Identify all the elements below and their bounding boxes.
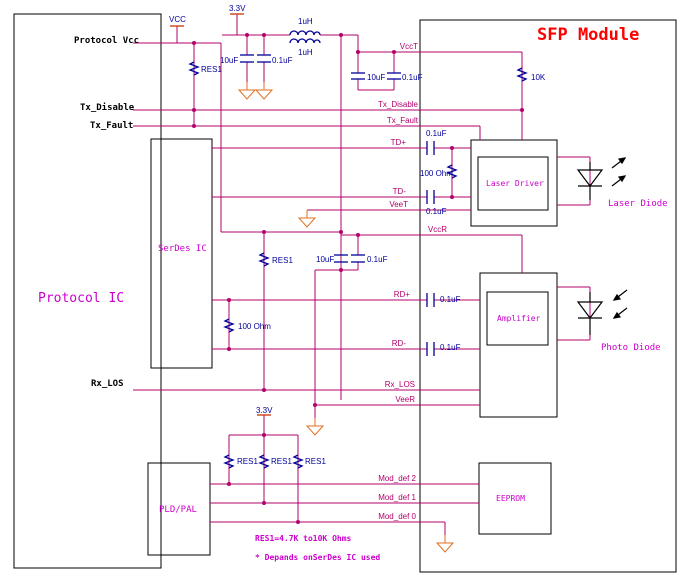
protocol-ic-label: Protocol IC xyxy=(38,291,124,306)
c-rd-minus-label: 0.1uF xyxy=(440,343,461,352)
res1-b-label: RES1 xyxy=(271,457,292,466)
laser-driver-label: Laser Driver xyxy=(486,179,544,188)
sfp-module-box xyxy=(419,19,677,573)
c-10u-b-label: 10uF xyxy=(367,73,385,82)
ground-icon xyxy=(436,534,454,553)
laser-diode-label: Laser Diode xyxy=(608,199,668,209)
laser-driver-inner-box xyxy=(477,156,549,211)
inductor-2 xyxy=(289,38,321,44)
c-10u-c-label: 10uF xyxy=(316,255,334,264)
c-01u-b-label: 0.1uF xyxy=(402,73,423,82)
v33-top-label: 3.3V xyxy=(229,4,246,13)
supply-markers xyxy=(170,13,271,416)
r-10k xyxy=(516,67,528,82)
signal-vccr: VccR xyxy=(428,225,447,234)
c-01u-a-label: 0.1uF xyxy=(272,56,293,65)
res1-top xyxy=(188,61,200,76)
ground-icon xyxy=(255,81,273,100)
signal-mod-def1: Mod_def 1 xyxy=(378,493,416,502)
res1-mid-label: RES1 xyxy=(272,256,293,265)
signal-mod-def2: Mod_def 2 xyxy=(378,474,416,483)
res1-a-label: RES1 xyxy=(237,457,258,466)
v33-bottom-label: 3.3V xyxy=(256,406,273,415)
pin-protocol-vcc: Protocol Vcc xyxy=(74,36,139,46)
pin-tx-fault: Tx_Fault xyxy=(90,121,133,131)
amplifier-label: Amplifier xyxy=(497,314,541,323)
note-res-range: RES1=4.7K to10K Ohms xyxy=(255,534,352,543)
pld-pal-box xyxy=(147,462,211,556)
note-depends: * Depands onSerDes IC used xyxy=(255,553,380,562)
c-td-minus-label: 0.1uF xyxy=(426,207,447,216)
l1-label: 1uH xyxy=(298,17,313,26)
vcc-label: VCC xyxy=(169,15,186,24)
r-100-tx xyxy=(446,164,458,179)
eeprom-box xyxy=(478,462,552,535)
ground-icon xyxy=(306,417,324,436)
eeprom-label: EEPROM xyxy=(496,494,525,503)
ground-icon xyxy=(298,209,316,228)
pin-tx-disable: Tx_Disable xyxy=(80,102,135,113)
amplifier-inner-box xyxy=(486,291,549,346)
protocol-ic-box xyxy=(13,13,162,569)
res1-c xyxy=(292,454,304,469)
c-rd-plus-label: 0.1uF xyxy=(440,295,461,304)
res1-b xyxy=(258,454,270,469)
signal-rd-minus: RD- xyxy=(392,339,407,348)
res1-c-label: RES1 xyxy=(305,457,326,466)
res1-top-label: RES1 xyxy=(201,65,222,74)
serdes-ic-box xyxy=(150,138,213,369)
junctions xyxy=(192,33,524,524)
amplifier-outer-box xyxy=(479,272,558,418)
signal-tx-fault: Tx_Fault xyxy=(387,116,419,125)
r-100-tx-label: 100 Ohm xyxy=(420,169,453,178)
signal-tx-disable: Tx_Disable xyxy=(378,100,419,109)
inductor-1 xyxy=(289,30,321,36)
laser-driver-outer-box xyxy=(470,139,558,227)
photo-diode-icon xyxy=(576,289,628,335)
res1-mid xyxy=(258,252,270,267)
sfp-module-title: SFP Module xyxy=(537,25,639,45)
signal-rx-los: Rx_LOS xyxy=(385,380,415,389)
pin-rx-los: Rx_LOS xyxy=(91,379,124,389)
signal-rd-plus: RD+ xyxy=(394,290,411,299)
signal-td-minus: TD- xyxy=(393,187,407,196)
pld-pal-label: PLD/PAL xyxy=(159,505,197,515)
signal-mod-def0: Mod_def 0 xyxy=(378,512,416,521)
signal-vcct: VccT xyxy=(400,42,418,51)
r-100-rx-label: 100 Ohm xyxy=(238,322,271,331)
ground-symbols xyxy=(238,81,454,553)
signal-td-plus: TD+ xyxy=(391,138,407,147)
signal-veer: VeeR xyxy=(395,395,415,404)
ground-icon xyxy=(238,81,256,100)
laser-diode-icon xyxy=(576,157,627,200)
r-100-rx xyxy=(223,318,235,333)
c-td-plus-label: 0.1uF xyxy=(426,129,447,138)
res1-a xyxy=(223,454,235,469)
wires xyxy=(133,14,591,540)
photo-diode-label: Photo Diode xyxy=(601,343,661,353)
l2-label: 1uH xyxy=(298,48,313,57)
c-10u-a-label: 10uF xyxy=(220,56,238,65)
c-01u-c-label: 0.1uF xyxy=(367,255,388,264)
r-10k-label: 10K xyxy=(531,73,546,82)
components xyxy=(188,30,528,469)
serdes-ic-label: SerDes IC xyxy=(158,244,207,254)
signal-veet: VeeT xyxy=(389,200,408,209)
